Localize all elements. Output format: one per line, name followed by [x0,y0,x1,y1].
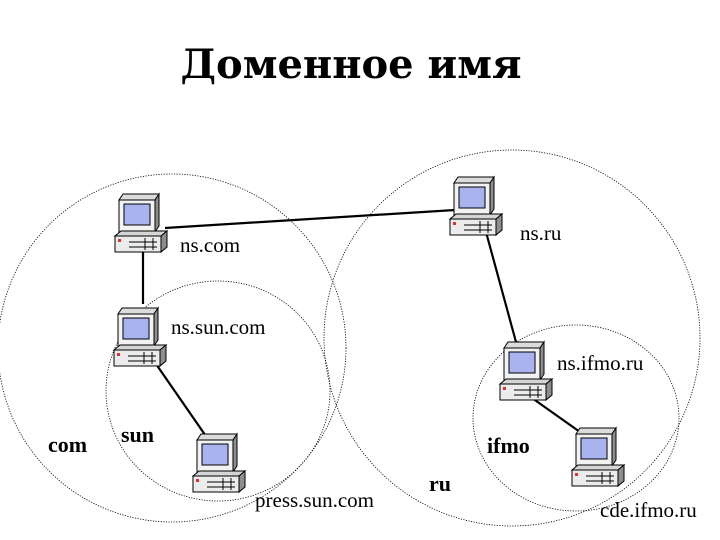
zone-ru-circle [323,149,701,527]
zone-label-ifmo: ifmo [487,433,530,458]
computer-icon [499,341,553,401]
host-label-press-sun-com: press.sun.com [255,488,374,512]
computer-icon [113,307,167,367]
computer-icon [114,193,168,253]
link-ns-ru-ns-ifmo [484,231,518,343]
link-ns-com-ns-ru [164,208,456,230]
page-title: Доменное имя [180,41,521,88]
link-ns-sun-com-press [155,363,211,443]
host-label-ns-com: ns.com [180,233,240,257]
computer-icon [571,427,625,487]
host-label-ns-ru: ns.ru [520,221,562,245]
zone-ifmo-circle [472,324,680,512]
zone-sun-circle [105,280,331,502]
link-ns-ifmo-cde [531,397,581,433]
host-label-ns-ifmo-ru: ns.ifmo.ru [557,351,644,375]
zone-label-sun: sun [121,422,154,447]
computer-icon [449,176,503,236]
zone-com-circle [0,173,347,523]
computer-icon [192,433,246,493]
host-label-ns-sun-com: ns.sun.com [171,315,266,339]
zone-label-ru: ru [429,471,451,496]
host-label-cde-ifmo-ru: cde.ifmo.ru [600,498,697,522]
zone-label-com: com [48,432,87,457]
